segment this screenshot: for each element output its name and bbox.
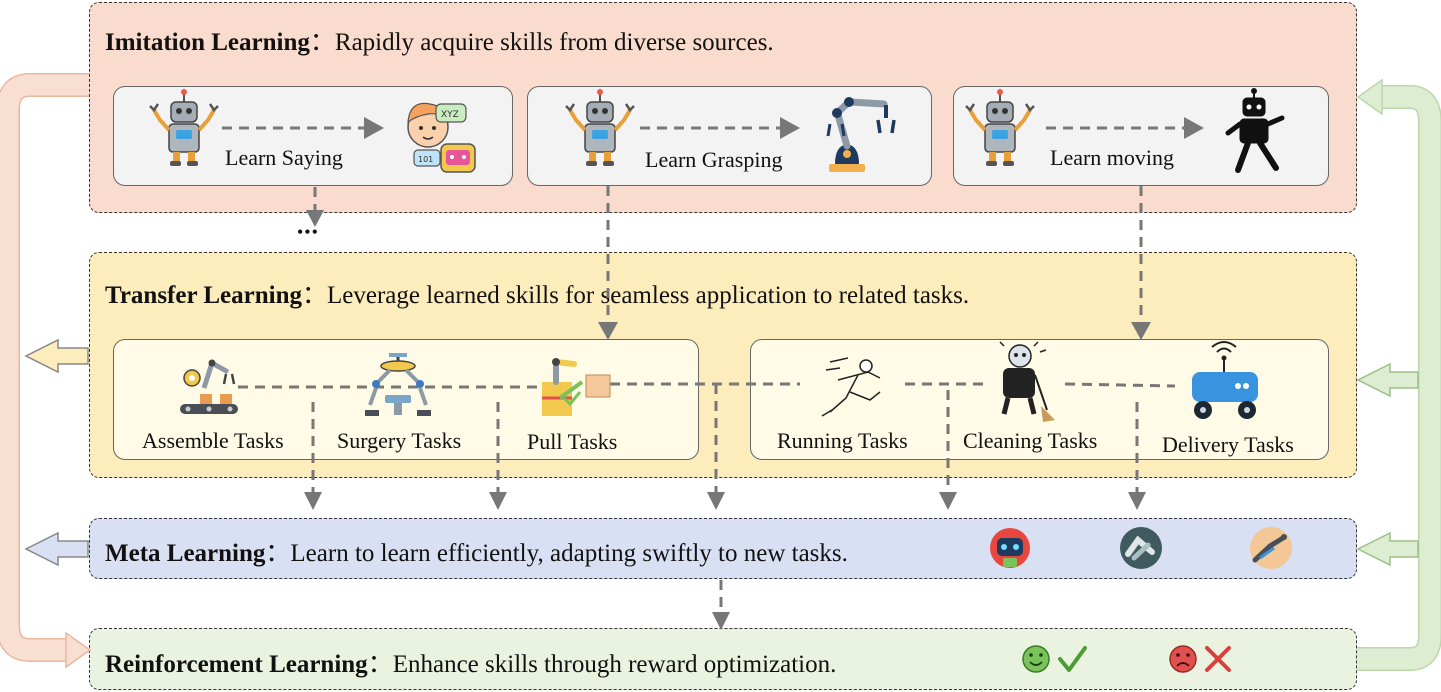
cross-icon: [1205, 646, 1231, 672]
pull-tasks-label: Pull Tasks: [527, 429, 618, 454]
speaking-child-icon: XYZ 101: [407, 102, 476, 173]
reinforcement-title: Reinforcement Learning: [105, 651, 368, 678]
learn-grasping-label: Learn Grasping: [645, 147, 783, 172]
walking-robot-icon: [1225, 88, 1285, 173]
imitation-desc: Rapidly acquire skills from diverse sour…: [334, 29, 774, 56]
left-feedback-arrow: [0, 74, 89, 661]
pulling-robot-icon: [542, 358, 611, 416]
robot-icon: [964, 87, 1036, 168]
svg-text:101: 101: [418, 155, 433, 164]
learn-saying-label: Learn Saying: [225, 145, 343, 170]
reinforcement-colon: ：: [367, 651, 393, 678]
assemble-tasks-label: Assemble Tasks: [142, 428, 284, 453]
cleaning-tasks-label: Cleaning Tasks: [963, 428, 1098, 453]
happy-face-icon: [1022, 645, 1050, 673]
reinforcement-desc: Enhance skills through reward optimizati…: [392, 651, 837, 678]
right-feedback-arrow: [1357, 86, 1441, 670]
transfer-title: Transfer Learning: [105, 282, 302, 309]
assembly-line-icon: [180, 359, 238, 414]
ellipsis: •••: [297, 222, 319, 242]
learn-moving-label: Learn moving: [1050, 145, 1175, 170]
robot-face-icon: [990, 528, 1030, 568]
imitation-title: Imitation Learning: [105, 29, 310, 56]
delivery-tasks-label: Delivery Tasks: [1162, 432, 1294, 457]
running-robot-icon: [821, 357, 881, 417]
robot-icon: [564, 87, 636, 168]
robot-arm-hand-icon: [1250, 527, 1292, 569]
check-icon: [1058, 646, 1087, 672]
reinforcement-learning-panel: [89, 628, 1357, 690]
meta-title: Meta Learning: [105, 540, 266, 567]
handshake-icon: [1120, 527, 1162, 569]
meta-right-arrow: [1356, 531, 1419, 567]
transfer-colon: ：: [302, 282, 328, 309]
transfer-desc: Leverage learned skills for seamless app…: [327, 282, 970, 309]
imitation-heading: Imitation Learning：Rapidly acquire skill…: [105, 22, 774, 58]
surgery-robot-icon: [365, 353, 431, 416]
meta-heading: Meta Learning：Learn to learn efficiently…: [105, 533, 848, 569]
running-tasks-label: Running Tasks: [777, 428, 908, 453]
right-feedback-arrow-head: [1356, 78, 1383, 116]
transfer-heading: Transfer Learning：Leverage learned skill…: [105, 275, 969, 311]
surgery-tasks-label: Surgery Tasks: [337, 428, 462, 453]
meta-desc: Learn to learn efficiently, adapting swi…: [290, 540, 848, 567]
svg-text:XYZ: XYZ: [441, 110, 459, 120]
cleaning-robot-icon: [999, 341, 1055, 422]
left-feedback-arrow-head: [65, 631, 92, 669]
meta-colon: ：: [265, 540, 291, 567]
delivery-robot-icon: [1192, 341, 1258, 419]
meta-side-arrow: [24, 531, 89, 567]
transfer-side-arrow: [24, 338, 89, 374]
robot-icon: [148, 87, 220, 168]
imitation-colon: ：: [309, 29, 335, 56]
robotic-arm-icon: [826, 97, 896, 172]
sad-face-icon: [1169, 645, 1197, 673]
transfer-right-arrow: [1356, 362, 1419, 398]
reinforcement-heading: Reinforcement Learning：Enhance skills th…: [105, 644, 836, 680]
